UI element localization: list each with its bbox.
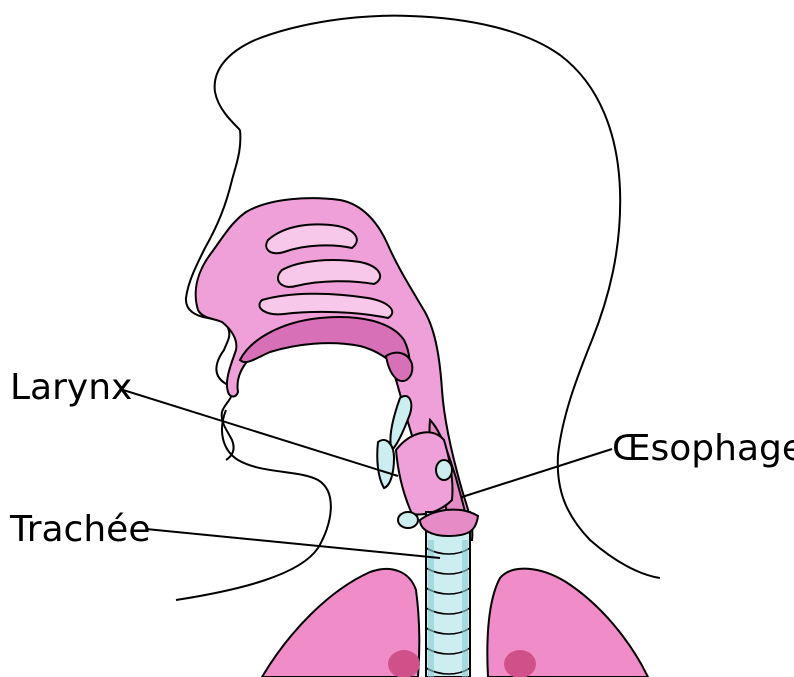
cricoid-cartilage — [398, 512, 418, 528]
right-bronchus-spot — [504, 650, 536, 677]
uvula — [386, 353, 412, 381]
larynx-leader-line — [120, 389, 398, 476]
esophagus-leader-line — [462, 449, 612, 497]
arytenoid — [436, 460, 452, 480]
label-esophagus: Œsophage — [612, 428, 794, 469]
chin-neck — [176, 410, 331, 600]
thyroid-cartilage — [377, 440, 394, 488]
leader-lines — [120, 389, 612, 558]
trachea-leader-line — [146, 529, 440, 558]
label-larynx: Larynx — [10, 367, 132, 408]
trachea-structure — [420, 510, 478, 677]
left-bronchus-spot — [388, 650, 420, 677]
label-trachea: Trachée — [9, 509, 150, 550]
